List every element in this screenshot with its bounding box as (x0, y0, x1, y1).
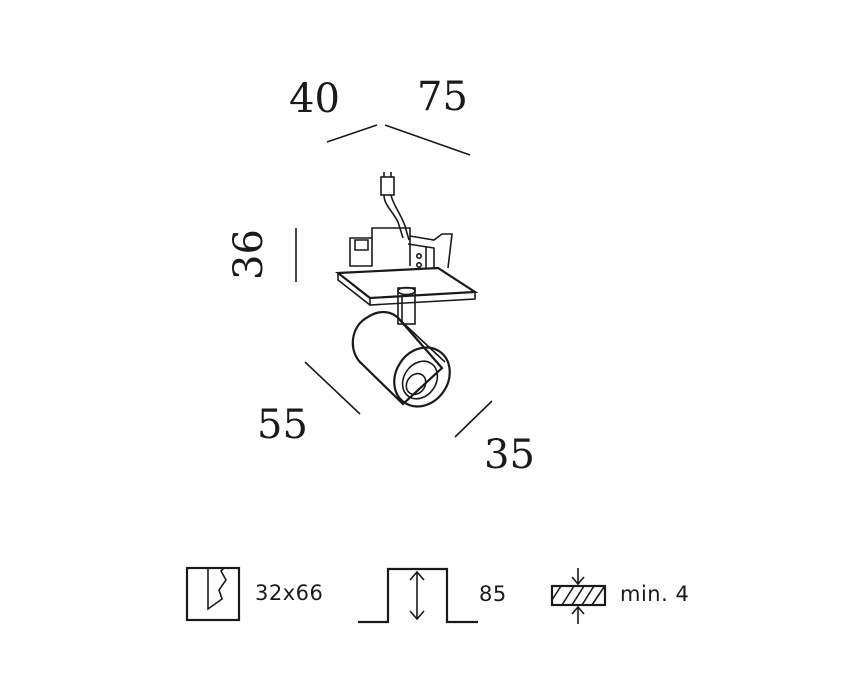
spotlight-lens-inner (401, 360, 439, 400)
dim-width-a: 40 (289, 76, 340, 122)
trim-flange (334, 266, 479, 300)
dimension-lines (295, 124, 493, 438)
spec-ceiling-thickness-value: min. 4 (620, 582, 689, 606)
dim-depth-a: 55 (257, 402, 308, 448)
connector-plug (380, 176, 395, 196)
housing-right-panel (407, 243, 435, 268)
recess-depth-icon (358, 567, 478, 624)
dim-width-b: 75 (417, 74, 468, 120)
dim-line-depth-right (454, 400, 493, 438)
spec-cutout-value: 32x66 (255, 581, 323, 605)
dim-line-top-left (326, 124, 378, 143)
spotlight-lens-outer (393, 346, 451, 408)
spotlight-cylinder (351, 311, 444, 406)
ceiling-thickness-icon (550, 568, 607, 624)
spec-recess-depth-value: 85 (479, 582, 507, 606)
ceiling-cutout-icon (185, 566, 241, 622)
dim-line-top-right (384, 124, 471, 156)
dim-line-depth-left (304, 361, 361, 415)
housing-left-bracket (349, 237, 373, 267)
dim-depth-b: 35 (484, 432, 535, 478)
spotlight-fixture-drawing (334, 172, 479, 408)
dim-height: 36 (226, 229, 272, 280)
